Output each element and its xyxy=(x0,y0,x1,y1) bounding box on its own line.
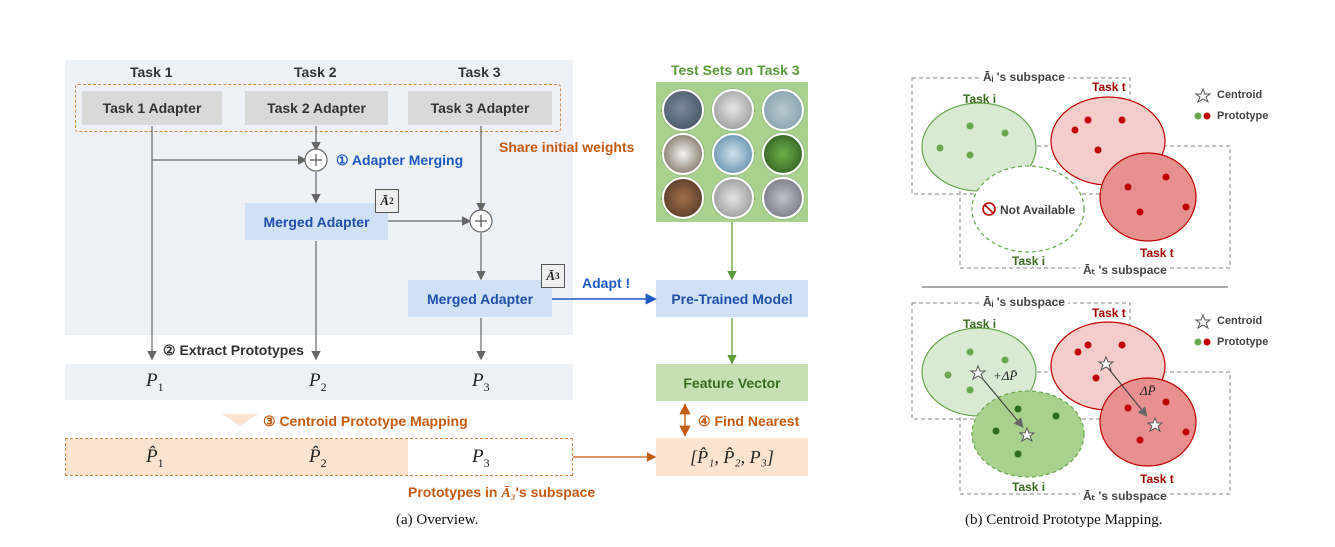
task-t-label-3: Task t xyxy=(1092,306,1126,320)
share-initial-weights-label: Share initial weights xyxy=(499,139,635,155)
test-image-cat xyxy=(662,89,704,131)
task-i-label-2: Task i xyxy=(1012,254,1046,268)
task-t-label-2: Task t xyxy=(1140,246,1174,260)
legend-prototype-bottom: Prototype xyxy=(1217,336,1269,348)
test-image-deer xyxy=(662,133,704,175)
result-vector: [P̂₁, P̂₂, P₃] xyxy=(656,438,808,476)
plus-delta-label: +ΔP̄ xyxy=(993,368,1018,383)
task-i-label-1: Task i xyxy=(963,92,997,106)
test-image-frog xyxy=(762,133,804,175)
overview-caption: (a) Overview. xyxy=(396,512,479,528)
task2-adapter: Task 2 Adapter xyxy=(245,91,388,125)
mapped-prototype-1: P̂1 xyxy=(146,446,164,470)
subspace-t-label-top: Āₜ 's subspace xyxy=(1080,263,1170,277)
test-sets-label: Test Sets on Task 3 xyxy=(671,62,800,78)
task-t-label-4: Task t xyxy=(1140,472,1174,486)
legend-centroid-bottom: Centroid xyxy=(1217,315,1263,327)
legend-prototype-top: Prototype xyxy=(1217,110,1269,122)
prototype-row-background xyxy=(65,364,573,400)
subspace-i-label-top: Āᵢ 's subspace xyxy=(980,70,1068,84)
merged-adapter-3: Merged Adapter xyxy=(408,280,552,317)
subspace-t-label-bottom: Āₜ 's subspace xyxy=(1080,489,1170,503)
find-nearest-label: ④ Find Nearest xyxy=(698,413,800,429)
prototype-p1: P1 xyxy=(146,370,164,394)
mapped-prototype-3: P3 xyxy=(472,446,490,470)
prototype-p3: P3 xyxy=(472,370,490,394)
legend-centroid-top: Centroid xyxy=(1217,89,1263,101)
mapped-prototypes-row xyxy=(65,438,573,476)
mapped-prototypes-shaded xyxy=(66,439,408,475)
task-t-label-1: Task t xyxy=(1092,80,1126,94)
mapping-caption: (b) Centroid Prototype Mapping. xyxy=(965,512,1163,528)
test-image-plane xyxy=(762,177,804,219)
delta-label: ΔP̄ xyxy=(1140,383,1156,398)
adapter-merging-label: ① Adapter Merging xyxy=(336,152,464,168)
test-image-horse xyxy=(662,177,704,219)
task3-adapter: Task 3 Adapter xyxy=(408,91,552,125)
test-image-ship xyxy=(712,133,754,175)
pretrained-model: Pre-Trained Model xyxy=(656,280,808,317)
feature-vector: Feature Vector xyxy=(656,364,808,401)
task-label-3: Task 3 xyxy=(458,64,501,80)
centroid-prototype-mapping-label: ③ Centroid Prototype Mapping xyxy=(263,413,468,429)
mapped-prototype-2: P̂2 xyxy=(309,446,327,470)
not-available-label: Not Available xyxy=(1000,203,1076,217)
task-label-2: Task 2 xyxy=(294,64,337,80)
merged-adapter-2: Merged Adapter xyxy=(245,203,388,240)
prototypes-in-subspace-label: Prototypes in Ā₃'s subspace xyxy=(408,484,596,501)
prototype-p2: P2 xyxy=(309,370,327,394)
task1-adapter: Task 1 Adapter xyxy=(82,91,222,125)
test-image-dog xyxy=(712,89,754,131)
task-i-label-4: Task i xyxy=(1012,480,1046,494)
subspace-i-label-bottom: Āᵢ 's subspace xyxy=(980,295,1068,309)
adapt-label: Adapt ! xyxy=(582,275,631,291)
test-image-car xyxy=(712,177,754,219)
extract-prototypes-label: ② Extract Prototypes xyxy=(163,342,304,358)
test-image-bird xyxy=(762,89,804,131)
adapters-dashed-group xyxy=(75,84,561,132)
task-label-1: Task 1 xyxy=(130,64,173,80)
task-i-label-3: Task i xyxy=(963,317,997,331)
